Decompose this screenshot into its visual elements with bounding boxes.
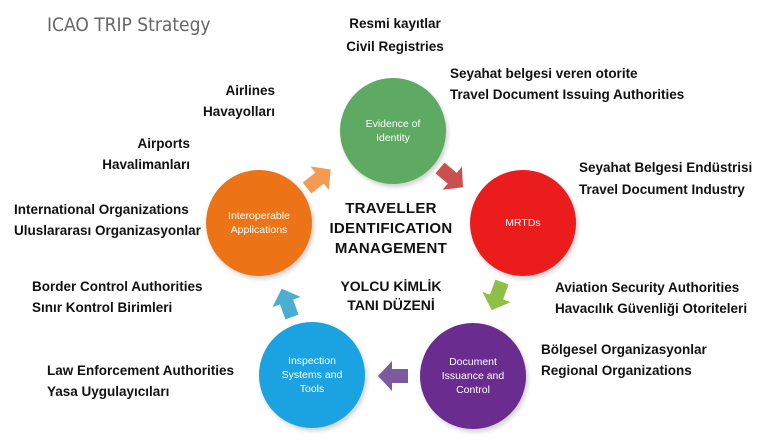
diagram-title: ICAO TRIP Strategy: [47, 14, 211, 36]
evidence-line2: Identity: [376, 132, 410, 144]
label-border-en: Border Control Authorities: [32, 279, 203, 294]
interop-line2: Applications: [230, 224, 288, 236]
label-border-control: Border Control Authorities Sınır Kontrol…: [32, 276, 203, 318]
arrow-evidence-to-mrtds: [435, 162, 463, 190]
inspection-systems-node: Inspection Systems and Tools: [259, 322, 365, 428]
label-civil-registries: Resmi kayıtlar Civil Registries: [330, 12, 460, 58]
center-tr-line2: TANI DÜZENİ: [347, 297, 435, 313]
document-line2: Issuance and: [441, 370, 505, 382]
label-tdia-en: Travel Document Issuing Authorities: [450, 87, 685, 102]
label-civil-tr: Resmi kayıtlar: [349, 16, 441, 31]
center-tr-line1: YOLCU KİMLİK: [340, 278, 442, 294]
label-tdi-en: Travel Document Industry: [579, 182, 745, 197]
arrow-document-to-inspection: [378, 361, 408, 391]
mrtds-line1: MRTDs: [505, 217, 541, 229]
label-travel-document-issuing: Seyahat belgesi veren otorite Travel Doc…: [450, 63, 684, 105]
label-intl-en: International Organizations: [14, 202, 189, 217]
document-line1: Document: [449, 356, 497, 368]
label-civil-en: Civil Registries: [346, 39, 444, 54]
label-travel-document-industry: Seyahat Belgesi Endüstrisi Travel Docume…: [579, 157, 752, 201]
mrtds-node: MRTDs: [470, 170, 576, 276]
label-border-tr: Sınır Kontrol Birimleri: [32, 300, 173, 315]
label-airlines-en: Airlines: [225, 83, 275, 98]
arrow-interop-to-evidence: [302, 166, 331, 194]
label-law-en: Law Enforcement Authorities: [47, 363, 235, 378]
label-regional-organizations: Bölgesel Organizasyonlar Regional Organi…: [541, 339, 707, 381]
label-avsec-en: Aviation Security Authorities: [555, 280, 740, 295]
label-airlines-tr: Havayolları: [202, 104, 275, 119]
center-title-tr: YOLCU KİMLİK TANI DÜZENİ: [316, 277, 466, 315]
evidence-of-identity-node: Evidence of Identity: [340, 78, 446, 184]
inspection-line2: Systems and: [281, 369, 343, 381]
arrow-mrtds-to-document: [482, 279, 511, 311]
interoperable-applications-node: Interoperable Applications: [206, 170, 312, 276]
label-regional-tr: Bölgesel Organizasyonlar: [541, 342, 707, 357]
label-tdia-tr: Seyahat belgesi veren otorite: [450, 66, 638, 81]
label-airports: Airports Havalimanları: [60, 133, 190, 175]
label-intl-tr: Uluslararası Organizasyonlar: [14, 223, 201, 238]
label-law-enforcement: Law Enforcement Authorities Yasa Uygulay…: [47, 360, 234, 402]
center-en-line1: TRAVELLER: [345, 200, 437, 217]
center-en-line2: IDENTIFICATION: [329, 220, 453, 237]
label-airports-en: Airports: [137, 136, 190, 151]
inspection-line1: Inspection: [288, 355, 336, 367]
label-avsec-tr: Havacılık Güvenliği Otoriteleri: [555, 301, 748, 316]
label-aviation-security: Aviation Security Authorities Havacılık …: [555, 277, 747, 319]
evidence-line1: Evidence of: [365, 118, 421, 130]
center-en-line3: MANAGEMENT: [334, 240, 448, 257]
document-issuance-node: Document Issuance and Control: [420, 323, 526, 429]
document-line3: Control: [456, 384, 490, 396]
arrow-inspection-to-interop: [272, 288, 301, 320]
interop-line1: Interoperable: [228, 210, 290, 222]
inspection-line3: Tools: [299, 383, 325, 395]
label-airlines: Airlines Havayolları: [150, 80, 275, 122]
center-title-en: TRAVELLER IDENTIFICATION MANAGEMENT: [316, 199, 466, 259]
label-tdi-tr: Seyahat Belgesi Endüstrisi: [579, 160, 753, 175]
label-law-tr: Yasa Uygulayıcıları: [47, 384, 170, 399]
label-regional-en: Regional Organizations: [541, 363, 692, 378]
label-airports-tr: Havalimanları: [102, 157, 190, 172]
label-international-organizations: International Organizations Uluslararası…: [14, 199, 201, 241]
